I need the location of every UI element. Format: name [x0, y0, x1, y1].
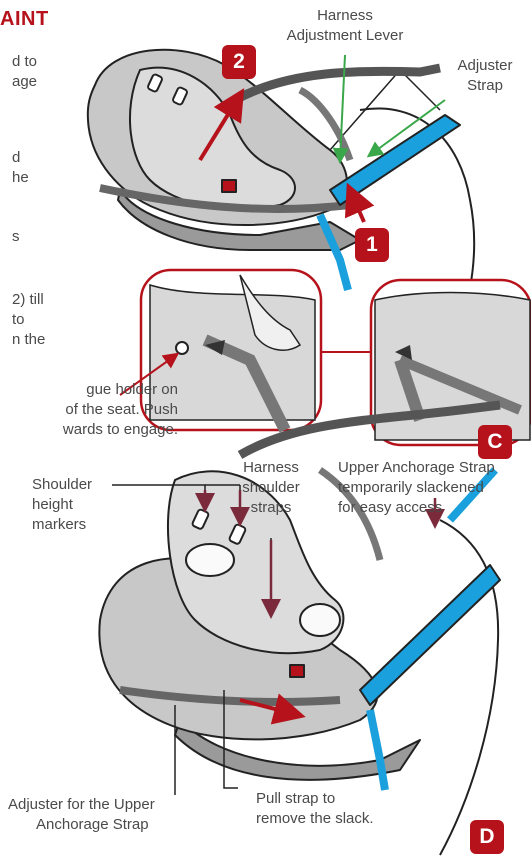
- label-adjuster-upper-strap: Adjuster for the Upper: [8, 795, 155, 814]
- callout-tongue-holder: of the seat. Push: [0, 400, 178, 419]
- callout-tongue-holder: wards to engage.: [0, 420, 178, 439]
- label-upper-anchorage-strap: temporarily slackened: [338, 478, 484, 497]
- label-shoulder-markers: height: [32, 495, 73, 514]
- body-text-line: he: [12, 168, 29, 187]
- label-pull-strap: Pull strap to: [256, 789, 335, 808]
- label-harness-straps: Harness: [240, 458, 302, 477]
- body-text-line: d: [12, 148, 20, 167]
- body-text-line: to: [12, 310, 25, 329]
- label-shoulder-markers: markers: [32, 515, 86, 534]
- detail-badge-d: D: [470, 820, 504, 854]
- label-harness-straps: shoulder: [240, 478, 302, 497]
- body-text-line: 2) till: [12, 290, 44, 309]
- callout-tongue-holder: gue holder on: [0, 380, 178, 399]
- section-heading: AINT: [0, 8, 49, 31]
- label-adjuster-strap: Strap: [450, 76, 520, 95]
- label-pull-strap: remove the slack.: [256, 809, 374, 828]
- label-upper-anchorage-strap: Upper Anchorage Strap: [338, 458, 495, 477]
- label-shoulder-markers: Shoulder: [32, 475, 92, 494]
- detail-badge-c: C: [478, 425, 512, 459]
- body-text-line: age: [12, 72, 37, 91]
- label-adjuster-strap: Adjuster: [450, 56, 520, 75]
- label-adjuster-upper-strap: Anchorage Strap: [36, 815, 149, 834]
- label-harness-lever: Adjustment Lever: [270, 26, 420, 45]
- body-text-line: s: [12, 227, 20, 246]
- step-badge-1: 1: [355, 228, 389, 262]
- label-harness-straps: straps: [240, 498, 302, 517]
- body-text-line: d to: [12, 52, 37, 71]
- body-text-line: n the: [12, 330, 45, 349]
- label-harness-lever: Harness: [270, 6, 420, 25]
- step-badge-2: 2: [222, 45, 256, 79]
- label-upper-anchorage-strap: for easy access: [338, 498, 442, 517]
